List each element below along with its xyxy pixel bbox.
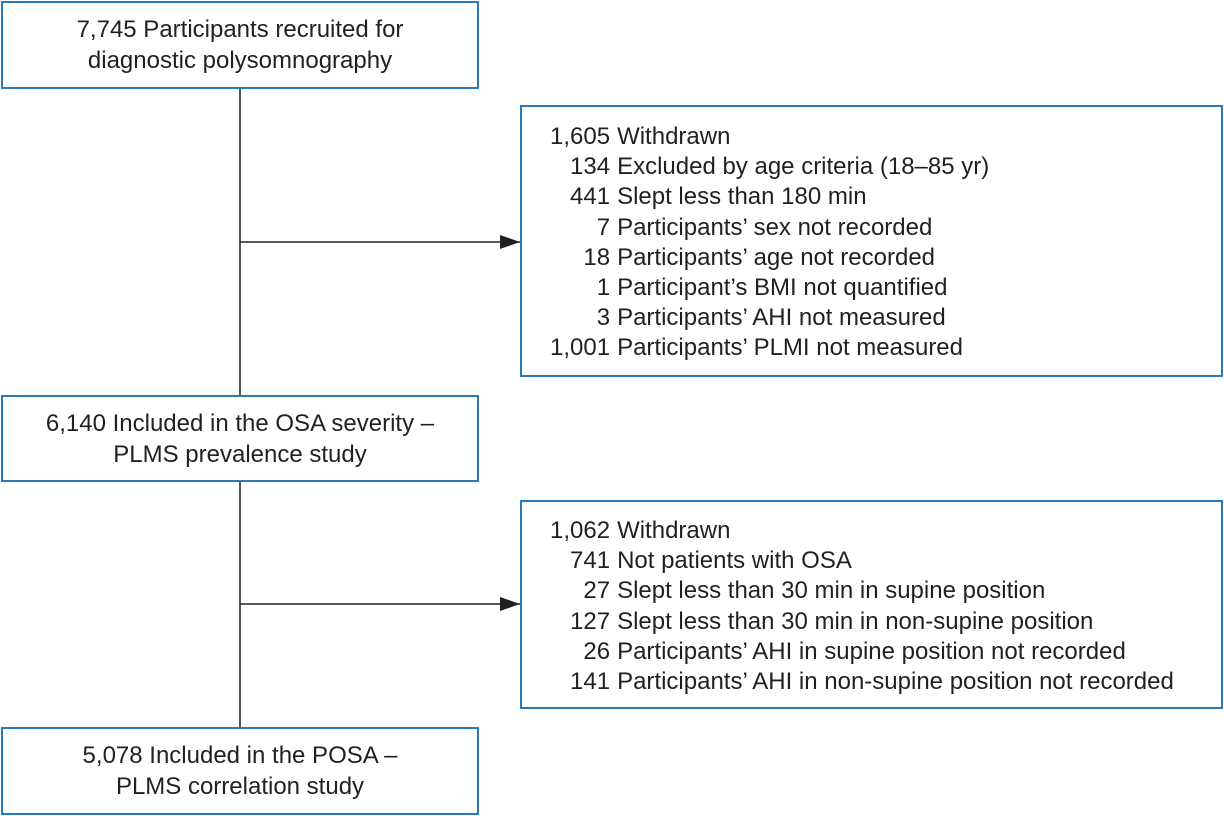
exclusion-count: 134 [570,153,611,181]
exclusion-count: 1,001 [550,334,611,362]
exclusion-count: 3 [596,304,611,332]
exclusion-reason: Participants’ AHI in supine position not… [617,637,1126,665]
exclusion-reason: Not patients with OSA [617,547,852,575]
exclusion-count: 127 [570,607,611,635]
exclusion-count: 1 [596,274,611,302]
exclusions1-count: 1,605 [550,123,611,150]
exclusion-reason: Excluded by age criteria (18–85 yr) [617,153,990,181]
exclusions2-count: 1,062 [550,517,611,544]
exclusion-reason: Participants’ AHI in non-supine position… [617,668,1174,696]
exclusion-count: 27 [583,577,611,605]
included1-line1: 6,140 Included in the OSA severity – [45,409,435,437]
included2-line1: 5,078 Included in the POSA – [82,742,398,769]
recruited-line2: diagnostic polysomnography [87,47,393,74]
exclusion-count: 18 [583,243,611,271]
exclusion-reason: Participants’ age not recorded [617,243,936,271]
included1-line2: PLMS prevalence study [113,440,367,468]
exclusions1-label: Withdrawn [617,123,731,150]
recruited-box: 7,745 Participants recruited for diagnos… [1,1,479,89]
included2-line2: PLMS correlation study [115,773,365,800]
recruited-line1: 7,745 Participants recruited for [76,16,404,43]
exclusion-reason: Slept less than 30 min in supine positio… [617,577,1046,605]
exclusion-count: 441 [570,183,611,211]
exclusion-count: 7 [596,213,611,241]
exclusions2-label: Withdrawn [617,517,731,544]
exclusion-reason: Participants’ PLMI not measured [617,334,963,362]
included2-box: 5,078 Included in the POSA – PLMS correl… [1,727,479,815]
exclusion-count: 741 [570,547,611,575]
exclusion-reason: Participant’s BMI not quantified [617,274,948,302]
exclusion-reason: Participants’ AHI not measured [617,304,946,332]
exclusion-reason: Slept less than 30 min in non-supine pos… [617,607,1094,635]
included1-box: 6,140 Included in the OSA severity – PLM… [1,395,479,482]
exclusion-count: 26 [583,637,611,665]
exclusion-reason: Slept less than 180 min [617,183,867,211]
exclusion-reason: Participants’ sex not recorded [617,213,933,241]
exclusion-count: 141 [570,668,611,696]
